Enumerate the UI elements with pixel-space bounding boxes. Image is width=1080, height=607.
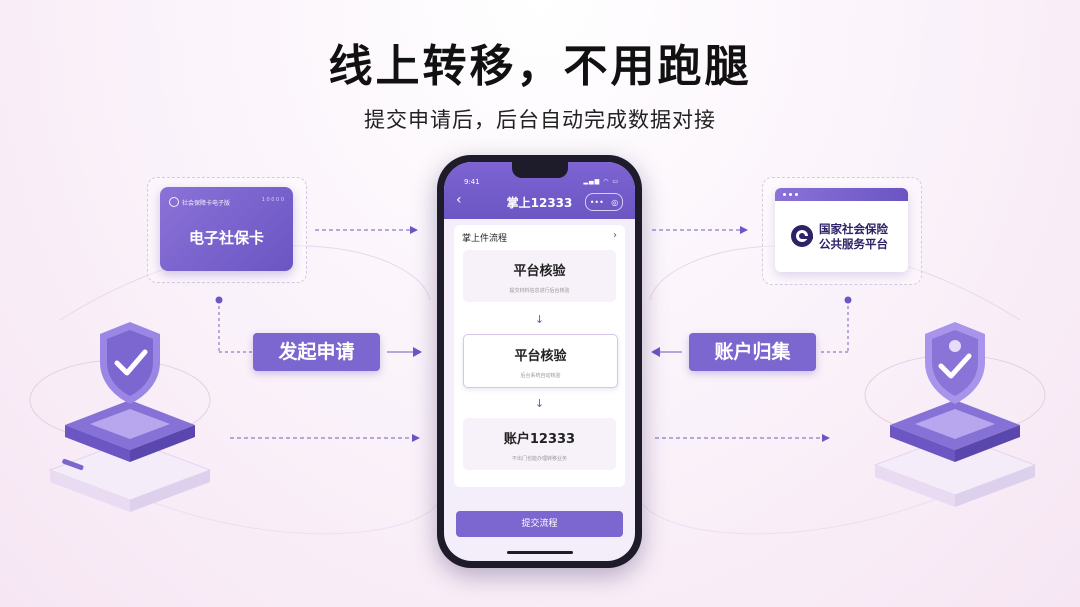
- phone-mockup: 9:41 ▂▄▆ ◠ ▭ ‹ 掌上12333 ••• ◎ 掌上件流程 › 平台核…: [437, 155, 642, 568]
- apply-label[interactable]: 发起申请: [253, 333, 380, 371]
- platform-logo-icon: [791, 225, 813, 247]
- card-title: 电子社保卡: [188, 229, 264, 247]
- step-title: 平台核验: [514, 349, 567, 364]
- platform-name-line2: 公共服务平台: [819, 237, 888, 251]
- page-title: 线上转移，不用跑腿: [328, 41, 752, 92]
- page-subtitle: 提交申请后，后台自动完成数据对接: [364, 108, 716, 132]
- chevron-right-icon[interactable]: ›: [613, 230, 617, 241]
- arrow-down-icon: ↓: [534, 397, 545, 410]
- home-indicator: [507, 551, 573, 554]
- process-panel: 掌上件流程 › 平台核验 提交材料信息进行后台核验 ↓ 平台核验 后台系统自动核…: [454, 225, 625, 487]
- right-platform-illustration: [864, 322, 1046, 507]
- window-titlebar: [775, 188, 908, 201]
- process-step-1[interactable]: 平台核验 提交材料信息进行后台核验: [463, 250, 616, 302]
- step-subtitle: 后台系统自动核验: [520, 373, 561, 379]
- app-title: 掌上12333: [506, 196, 573, 210]
- national-social-insurance-platform-card[interactable]: 国家社会保险 公共服务平台: [775, 188, 908, 272]
- card-brand: 社会保障卡电子版: [182, 199, 231, 207]
- phone-notch: [512, 162, 568, 178]
- status-icons: ▂▄▆ ◠ ▭: [583, 178, 619, 185]
- panel-title[interactable]: 掌上件流程: [462, 234, 508, 244]
- arrow-down-icon: ↓: [534, 313, 545, 326]
- platform-name-line1: 国家社会保险: [819, 222, 888, 236]
- miniapp-capsule[interactable]: ••• ◎: [585, 193, 623, 211]
- step-title: 平台核验: [513, 264, 566, 279]
- more-icon[interactable]: •••: [589, 197, 604, 207]
- electronic-social-security-card[interactable]: 社会保障卡电子版 1 0 0 0 0 电子社保卡: [160, 187, 293, 271]
- submit-button[interactable]: 提交流程: [456, 511, 623, 537]
- status-time: 9:41: [464, 178, 480, 186]
- card-number: 1 0 0 0 0: [261, 197, 284, 203]
- collect-account-label[interactable]: 账户归集: [689, 333, 816, 371]
- step-subtitle: 提交材料信息进行后台核验: [509, 288, 570, 294]
- process-step-3[interactable]: 账户12333 不出门也能办理转移业务: [463, 418, 616, 470]
- close-target-icon[interactable]: ◎: [611, 197, 619, 207]
- process-step-2[interactable]: 平台核验 后台系统自动核验: [463, 334, 618, 388]
- back-icon[interactable]: ‹: [456, 192, 462, 208]
- left-platform-illustration: [29, 322, 212, 512]
- card-logo-icon: [169, 197, 179, 207]
- step-title: 账户12333: [503, 432, 576, 447]
- phone-screen: 9:41 ▂▄▆ ◠ ▭ ‹ 掌上12333 ••• ◎ 掌上件流程 › 平台核…: [444, 162, 635, 561]
- step-subtitle: 不出门也能办理转移业务: [511, 456, 567, 462]
